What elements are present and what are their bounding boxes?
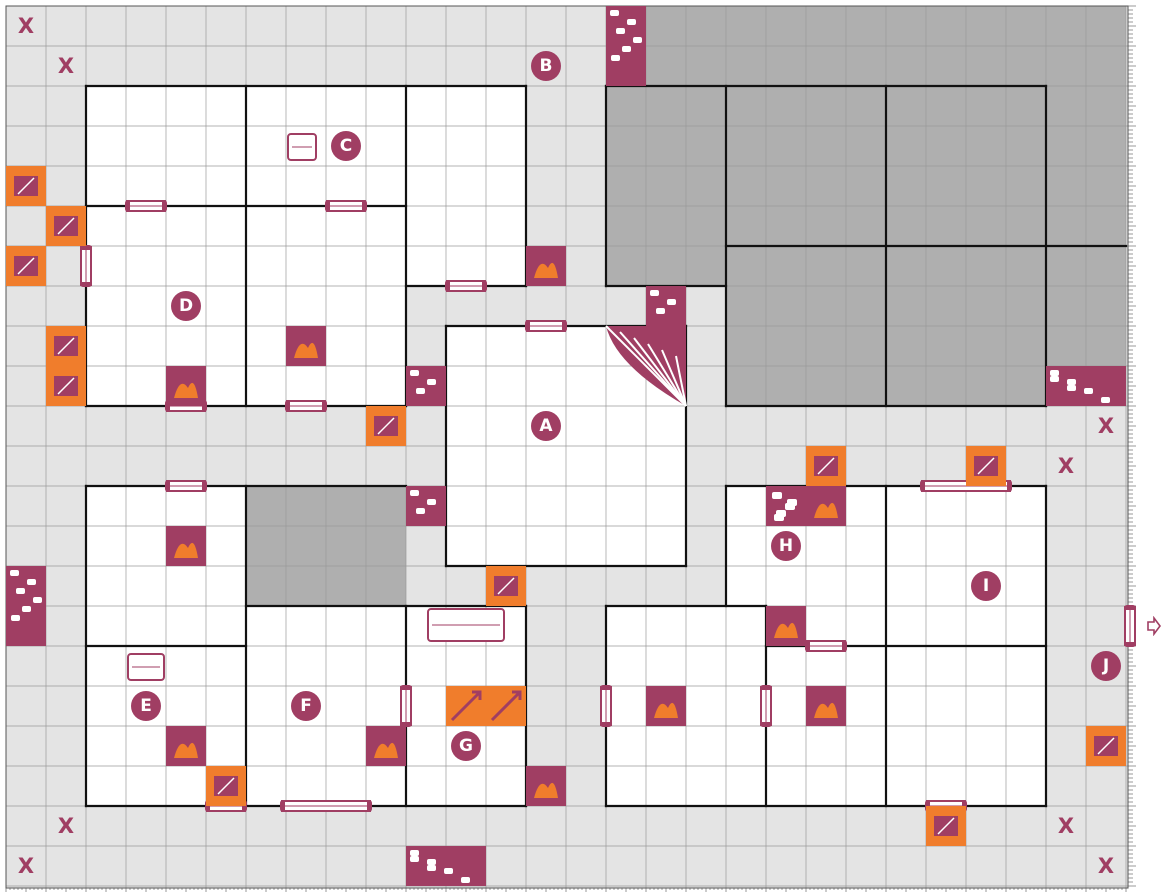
door-token	[165, 480, 207, 492]
blocked-marker: X	[1097, 854, 1115, 878]
door-token	[280, 800, 372, 812]
door-token	[325, 200, 367, 212]
door-token	[80, 245, 92, 287]
stone-wall-token	[606, 6, 646, 86]
door-token	[445, 280, 487, 292]
blocked-area	[606, 86, 726, 286]
arrow-right-icon[interactable]	[1146, 616, 1162, 636]
stone-wall-token	[406, 366, 446, 406]
scroll-token	[287, 133, 317, 161]
campfire-token	[366, 726, 406, 766]
blocked-marker: X	[57, 54, 75, 78]
dart-trap-token	[926, 806, 966, 846]
door-token	[285, 400, 327, 412]
room-label-h[interactable]: H	[771, 531, 801, 561]
stone-wall-token	[1046, 366, 1126, 406]
dart-trap-token	[806, 446, 846, 486]
room-label-a[interactable]: A	[531, 411, 561, 441]
blocked-marker: X	[57, 814, 75, 838]
campfire-token	[166, 366, 206, 406]
room-label-g[interactable]: G	[451, 731, 481, 761]
dart-trap-token	[486, 566, 526, 606]
door-token	[760, 685, 772, 727]
blocked-marker: X	[1097, 414, 1115, 438]
stone-wall-token	[406, 486, 446, 526]
stone-wall-token	[406, 846, 486, 886]
blocked-marker: X	[1057, 454, 1075, 478]
dart-trap-token	[6, 166, 46, 206]
campfire-token	[286, 326, 326, 366]
room-label-d[interactable]: D	[171, 291, 201, 321]
dart-trap-token	[366, 406, 406, 446]
ruler-ticks	[5, 5, 1136, 892]
campfire-token	[766, 606, 806, 646]
campfire-token	[806, 486, 846, 526]
dart-trap-token	[46, 206, 86, 246]
crate-token	[766, 486, 806, 526]
room-label-b[interactable]: B	[531, 51, 561, 81]
stone-wall-token	[6, 566, 46, 646]
collapsed-floor-token	[605, 325, 687, 407]
room-label-i[interactable]: I	[971, 571, 1001, 601]
campfire-token	[526, 766, 566, 806]
dart-trap-token	[6, 246, 46, 286]
room-label-e[interactable]: E	[131, 691, 161, 721]
door-token	[1124, 605, 1136, 647]
blocked-marker: X	[1057, 814, 1075, 838]
campfire-token	[166, 726, 206, 766]
door-token	[525, 320, 567, 332]
blocked-marker: X	[17, 14, 35, 38]
door-token	[125, 200, 167, 212]
campfire-token	[806, 686, 846, 726]
door-token	[805, 640, 847, 652]
blocked-marker: X	[17, 854, 35, 878]
door-token	[400, 685, 412, 727]
campfire-token	[646, 686, 686, 726]
door-token	[600, 685, 612, 727]
campfire-token	[526, 246, 566, 286]
dart-trap-token	[206, 766, 246, 806]
room-label-c[interactable]: C	[331, 131, 361, 161]
dart-trap-token	[1086, 726, 1126, 766]
campfire-token	[166, 526, 206, 566]
dart-trap-token	[46, 326, 86, 366]
ruler-left	[0, 0, 6, 892]
dart-trap-token	[966, 446, 1006, 486]
room-label-j[interactable]: J	[1091, 651, 1121, 681]
scroll-token	[127, 653, 165, 681]
arrow-trap-token	[446, 686, 486, 726]
dart-trap-token	[46, 366, 86, 406]
arrow-trap-token	[486, 686, 526, 726]
board-border	[5, 5, 1129, 889]
room-label-f[interactable]: F	[291, 691, 321, 721]
stone-wall-token	[646, 286, 686, 326]
ruler-top	[0, 0, 1162, 6]
rubble-token	[427, 608, 505, 642]
room-floor	[406, 86, 526, 286]
